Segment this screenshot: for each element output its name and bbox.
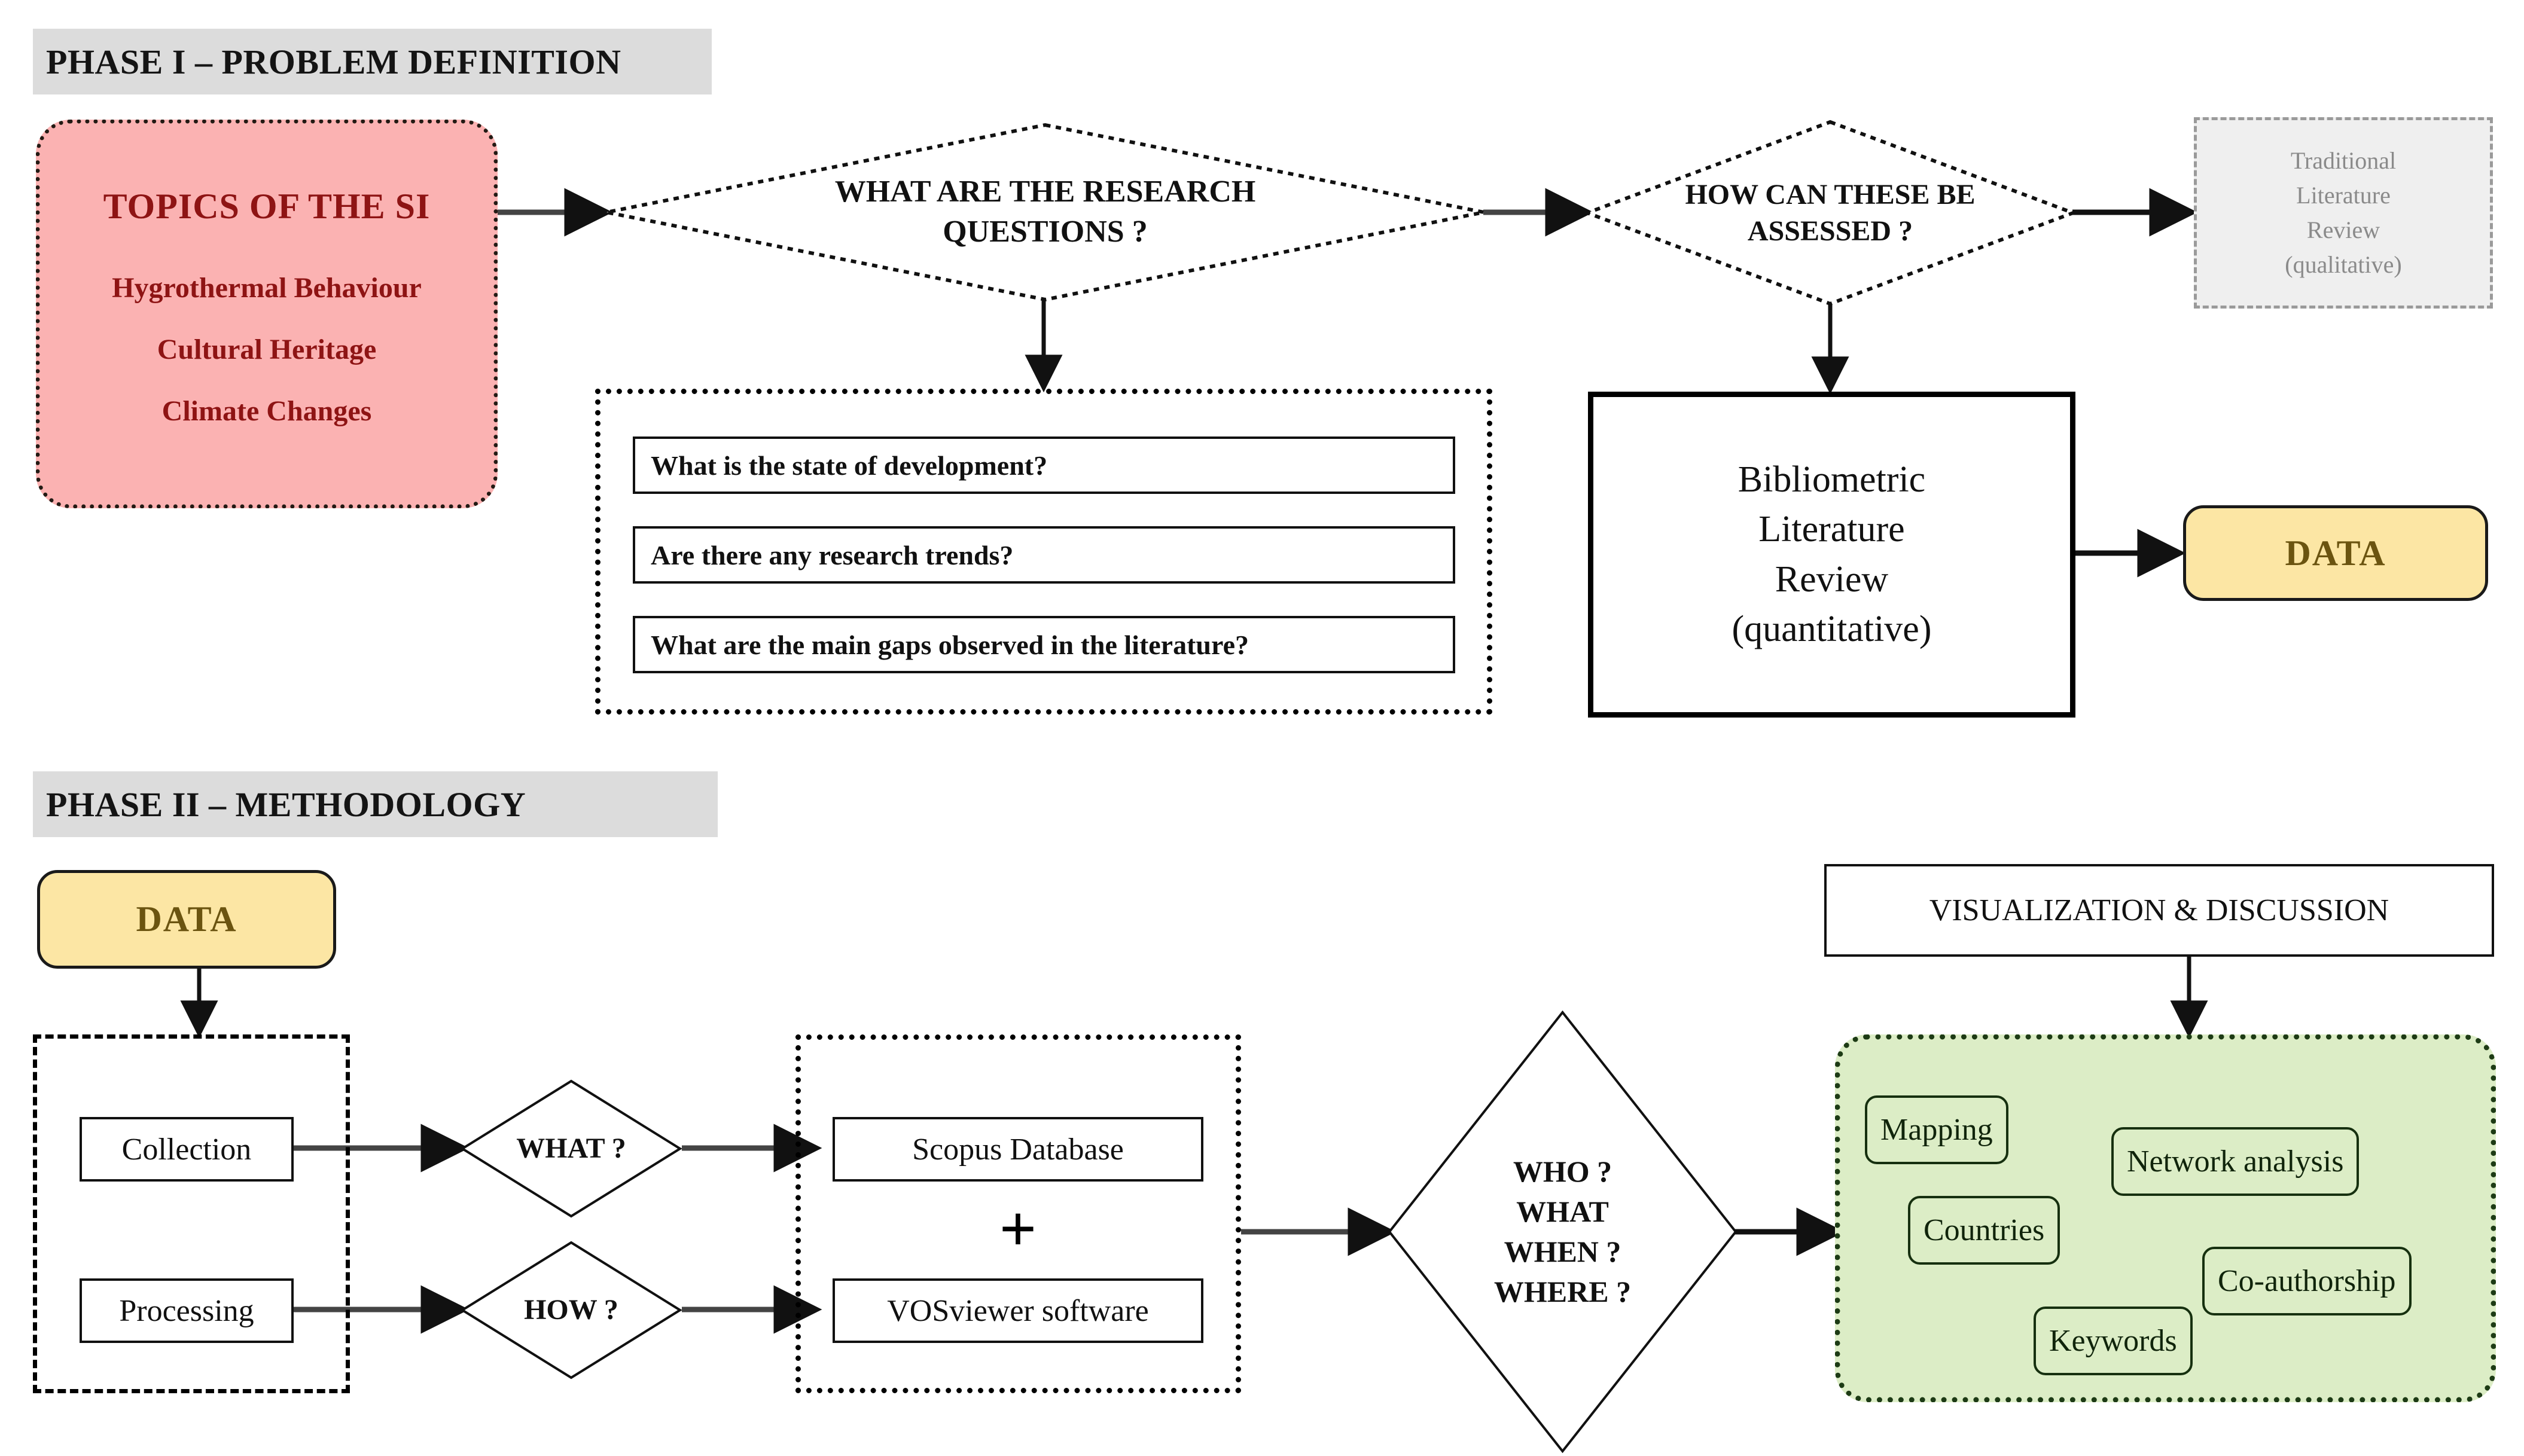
- big-decision-line4: WHERE ?: [1493, 1275, 1632, 1308]
- decision-diamond-shape: [606, 123, 1484, 302]
- analysis-pill-co-authorship-label: Co-authorship: [2218, 1264, 2396, 1298]
- decision-2-line2: ASSESSED ?: [1747, 215, 1913, 247]
- bibliometric-line-1: Bibliometric: [1737, 459, 1926, 500]
- step-processing[interactable]: Processing: [80, 1278, 294, 1343]
- bibliometric-line-2: Literature: [1758, 509, 1905, 550]
- research-questions-group: [595, 389, 1492, 715]
- traditional-line-2: Literature: [2296, 182, 2391, 209]
- data-input-box[interactable]: DATA: [37, 870, 336, 969]
- data-output-label: DATA: [2285, 533, 2386, 573]
- analysis-pill-co-authorship[interactable]: Co-authorship: [2202, 1247, 2412, 1315]
- tools-group: [795, 1034, 1241, 1393]
- big-decision-label: WHO ? WHAT WHEN ? WHERE ?: [1388, 1011, 1737, 1453]
- topics-of-si-box[interactable]: TOPICS OF THE SI Hygrothermal Behaviour …: [36, 120, 498, 508]
- topic-item-cultural-heritage: Cultural Heritage: [157, 334, 377, 365]
- step-collection-label: Collection: [121, 1132, 252, 1167]
- traditional-literature-review-box: Traditional Literature Review (qualitati…: [2194, 117, 2493, 309]
- tool-vosviewer-label: VOSviewer software: [887, 1293, 1149, 1328]
- big-decision-line1: WHO ?: [1513, 1155, 1612, 1188]
- traditional-line-3: Review: [2306, 216, 2380, 243]
- plus-icon-glyph: +: [999, 1192, 1037, 1265]
- analysis-pill-mapping-label: Mapping: [1880, 1113, 1993, 1147]
- topic-item-hygrothermal: Hygrothermal Behaviour: [112, 272, 422, 304]
- decision-1-line1: WHAT ARE THE RESEARCH: [834, 175, 1256, 209]
- decision-how[interactable]: HOW ?: [460, 1241, 682, 1379]
- visualization-discussion-box[interactable]: VISUALIZATION & DISCUSSION: [1824, 864, 2494, 957]
- traditional-line-4: (qualitative): [2285, 251, 2402, 278]
- data-steps-group: [33, 1034, 350, 1393]
- analysis-pill-mapping[interactable]: Mapping: [1865, 1095, 2008, 1164]
- tool-scopus-label: Scopus Database: [912, 1132, 1124, 1167]
- topics-title: TOPICS OF THE SI: [103, 187, 431, 226]
- decision-how-label: HOW ?: [524, 1294, 618, 1326]
- bibliometric-line-4: (quantitative): [1732, 608, 1932, 649]
- decision-who-what-when-where[interactable]: WHO ? WHAT WHEN ? WHERE ?: [1388, 1010, 1737, 1454]
- research-question-3[interactable]: What are the main gaps observed in the l…: [633, 616, 1455, 673]
- decision-2-label: HOW CAN THESE BE ASSESSED ?: [1585, 120, 2075, 306]
- data-input-label: DATA: [136, 899, 237, 939]
- phase-1-label: PHASE I – PROBLEM DEFINITION: [46, 42, 621, 81]
- step-processing-label: Processing: [119, 1293, 254, 1328]
- phase-2-header: PHASE II – METHODOLOGY: [33, 771, 718, 837]
- what-diamond-shape: [460, 1079, 682, 1218]
- analysis-pill-network-analysis[interactable]: Network analysis: [2111, 1127, 2360, 1196]
- decision-1-label: WHAT ARE THE RESEARCH QUESTIONS ?: [604, 123, 1486, 302]
- visualization-discussion-label: VISUALIZATION & DISCUSSION: [1929, 893, 2389, 927]
- decision-research-questions[interactable]: WHAT ARE THE RESEARCH QUESTIONS ?: [604, 123, 1486, 302]
- big-decision-line3: WHEN ?: [1504, 1235, 1621, 1268]
- research-question-1[interactable]: What is the state of development?: [633, 437, 1455, 494]
- analysis-pill-keywords-label: Keywords: [2049, 1324, 2177, 1358]
- analysis-pill-keywords[interactable]: Keywords: [2034, 1307, 2193, 1375]
- research-question-2[interactable]: Are there any research trends?: [633, 526, 1455, 584]
- analysis-pill-network-analysis-label: Network analysis: [2127, 1144, 2344, 1179]
- phase-1-header: PHASE I – PROBLEM DEFINITION: [33, 29, 712, 94]
- analysis-pill-countries[interactable]: Countries: [1908, 1196, 2060, 1265]
- tool-scopus-database[interactable]: Scopus Database: [833, 1117, 1203, 1182]
- decision-2-line1: HOW CAN THESE BE: [1685, 178, 1976, 210]
- tool-vosviewer-software[interactable]: VOSviewer software: [833, 1278, 1203, 1343]
- decision-2-diamond-shape: [1582, 120, 2078, 306]
- phase-2-label: PHASE II – METHODOLOGY: [46, 785, 526, 824]
- tools-joiner-icon: +: [833, 1187, 1203, 1271]
- how-diamond-shape: [460, 1241, 682, 1379]
- step-collection[interactable]: Collection: [80, 1117, 294, 1182]
- decision-what[interactable]: WHAT ?: [460, 1079, 682, 1218]
- decision-what-label: WHAT ?: [516, 1133, 626, 1165]
- topic-item-climate-changes: Climate Changes: [161, 395, 372, 427]
- traditional-line-1: Traditional: [2290, 147, 2397, 174]
- bibliometric-literature-review-box[interactable]: Bibliometric Literature Review (quantita…: [1588, 392, 2075, 718]
- decision-how-assessed[interactable]: HOW CAN THESE BE ASSESSED ?: [1582, 120, 2078, 306]
- research-question-3-label: What are the main gaps observed in the l…: [651, 629, 1249, 660]
- big-decision-line2: WHAT: [1516, 1195, 1609, 1228]
- analysis-pill-countries-label: Countries: [1924, 1213, 2045, 1247]
- bibliometric-line-3: Review: [1775, 558, 1889, 600]
- data-output-box[interactable]: DATA: [2183, 505, 2488, 601]
- research-question-2-label: Are there any research trends?: [651, 539, 1014, 570]
- research-question-1-label: What is the state of development?: [651, 450, 1048, 481]
- decision-1-line2: QUESTIONS ?: [943, 215, 1148, 249]
